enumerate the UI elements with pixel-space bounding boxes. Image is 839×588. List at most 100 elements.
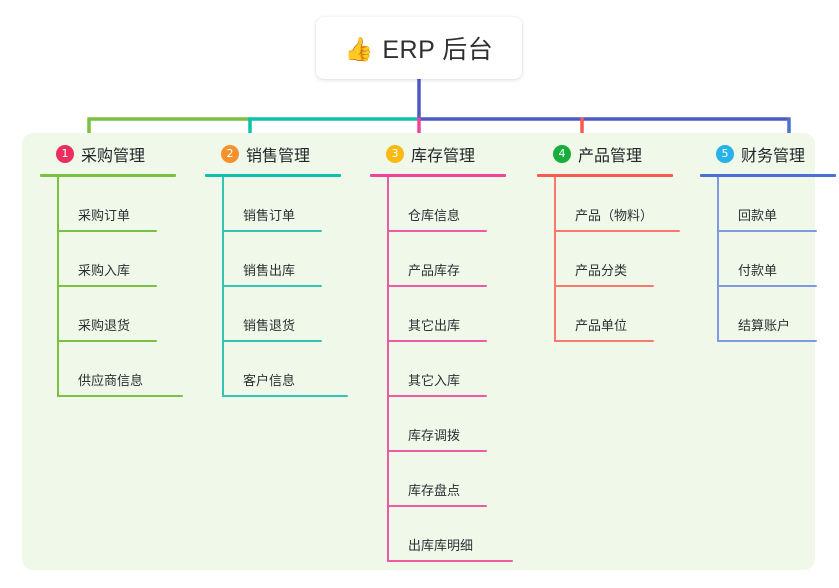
list-item-label: 库存调拨: [408, 428, 461, 443]
list-item[interactable]: 产品（物料）: [554, 177, 697, 232]
list-item[interactable]: 库存盘点: [387, 452, 530, 507]
branch-item-list-3: 仓库信息产品库存其它出库其它入库库存调拨库存盘点出库库明细: [387, 177, 530, 562]
list-item[interactable]: 采购退货: [57, 287, 200, 342]
branch-column-1: 1 采购管理采购订单采购入库采购退货供应商信息: [40, 141, 200, 397]
list-item-label: 产品（物料）: [575, 208, 654, 223]
list-item[interactable]: 采购订单: [57, 177, 200, 232]
list-item[interactable]: 库存调拨: [387, 397, 530, 452]
branch-title-2: 销售管理: [246, 148, 311, 165]
branch-header-4[interactable]: 4 产品管理: [537, 141, 697, 167]
branch-underline-3: [370, 174, 506, 177]
branch-spine-2: [222, 177, 224, 397]
list-item-underline: [554, 340, 654, 342]
list-item-underline: [387, 285, 487, 287]
branch-header-1[interactable]: 1 采购管理: [40, 141, 200, 167]
branch-column-3: 3 库存管理仓库信息产品库存其它出库其它入库库存调拨库存盘点出库库明细: [370, 141, 530, 562]
list-item-underline: [222, 230, 322, 232]
diagram-panel: [22, 133, 815, 570]
branch-column-2: 2 销售管理销售订单销售出库销售退货客户信息: [205, 141, 365, 397]
list-item-label: 供应商信息: [78, 373, 144, 388]
branch-column-4: 4 产品管理产品（物料） 产品分类产品单位: [537, 141, 697, 342]
list-item-label: 出库库明细: [408, 538, 474, 553]
branch-title-5: 财务管理: [741, 148, 806, 165]
list-item[interactable]: 回款单: [717, 177, 839, 232]
list-item-label: 采购退货: [78, 318, 131, 333]
list-item-underline: [554, 285, 654, 287]
list-item-label: 产品分类: [575, 263, 628, 278]
list-item-label: 结算账户: [738, 318, 791, 333]
list-item-underline: [387, 340, 487, 342]
list-item-underline: [387, 395, 487, 397]
branch-badge-4: 4: [553, 145, 571, 163]
branch-badge-5: 5: [716, 145, 734, 163]
list-item[interactable]: 仓库信息: [387, 177, 530, 232]
list-item-underline: [717, 340, 817, 342]
list-item[interactable]: 销售退货: [222, 287, 365, 342]
branch-header-5[interactable]: 5 财务管理: [700, 141, 839, 167]
branch-badge-1: 1: [56, 145, 74, 163]
list-item[interactable]: 出库库明细: [387, 507, 530, 562]
list-item-label: 销售退货: [243, 318, 296, 333]
list-item[interactable]: 结算账户: [717, 287, 839, 342]
branch-spine-1: [57, 177, 59, 397]
branch-title-3: 库存管理: [411, 148, 476, 165]
list-item-label: 其它入库: [408, 373, 461, 388]
branch-badge-3: 3: [386, 145, 404, 163]
list-item[interactable]: 采购入库: [57, 232, 200, 287]
list-item[interactable]: 客户信息: [222, 342, 365, 397]
branch-item-list-2: 销售订单销售出库销售退货客户信息: [222, 177, 365, 397]
branch-title-1: 采购管理: [81, 148, 146, 165]
list-item[interactable]: 产品库存: [387, 232, 530, 287]
list-item-label: 销售订单: [243, 208, 296, 223]
list-item-underline: [57, 285, 157, 287]
list-item[interactable]: 付款单: [717, 232, 839, 287]
branch-title-4: 产品管理: [578, 148, 643, 165]
list-item[interactable]: 销售出库: [222, 232, 365, 287]
list-item-label: 产品单位: [575, 318, 628, 333]
list-item-label: 回款单: [738, 208, 778, 223]
list-item-underline: [554, 230, 680, 232]
root-node[interactable]: 👍 ERP 后台: [316, 17, 522, 79]
list-item-underline: [57, 340, 157, 342]
list-item[interactable]: 销售订单: [222, 177, 365, 232]
branch-spine-3: [387, 177, 389, 562]
list-item-underline: [222, 395, 348, 397]
list-item[interactable]: 其它出库: [387, 287, 530, 342]
list-item-underline: [222, 340, 322, 342]
list-item-label: 仓库信息: [408, 208, 461, 223]
branch-column-5: 5 财务管理回款单付款单结算账户: [700, 141, 839, 342]
branch-underline-1: [40, 174, 176, 177]
list-item[interactable]: 供应商信息: [57, 342, 200, 397]
list-item[interactable]: 产品分类: [554, 232, 697, 287]
branch-spine-5: [717, 177, 719, 342]
list-item[interactable]: 产品单位: [554, 287, 697, 342]
list-item[interactable]: 其它入库: [387, 342, 530, 397]
branch-item-list-5: 回款单付款单结算账户: [717, 177, 839, 342]
list-item-underline: [57, 230, 157, 232]
list-item-underline: [717, 230, 817, 232]
list-item-underline: [387, 560, 513, 562]
branch-spine-4: [554, 177, 556, 342]
branch-header-3[interactable]: 3 库存管理: [370, 141, 530, 167]
list-item-underline: [717, 285, 817, 287]
list-item-label: 付款单: [738, 263, 778, 278]
list-item-label: 销售出库: [243, 263, 296, 278]
branch-item-list-1: 采购订单采购入库采购退货供应商信息: [57, 177, 200, 397]
list-item-underline: [57, 395, 183, 397]
root-node-title: ERP 后台: [382, 36, 494, 64]
list-item-underline: [222, 285, 322, 287]
branch-item-list-4: 产品（物料） 产品分类产品单位: [554, 177, 697, 342]
list-item-label: 库存盘点: [408, 483, 461, 498]
list-item-label: 采购订单: [78, 208, 131, 223]
list-item-underline: [387, 230, 487, 232]
branch-underline-5: [700, 174, 836, 177]
thumbs-up-icon: 👍: [344, 35, 374, 62]
branch-badge-2: 2: [221, 145, 239, 163]
branch-underline-4: [537, 174, 673, 177]
branch-header-2[interactable]: 2 销售管理: [205, 141, 365, 167]
list-item-label: 采购入库: [78, 263, 131, 278]
list-item-underline: [387, 505, 487, 507]
branch-underline-2: [205, 174, 341, 177]
list-item-label: 产品库存: [408, 263, 461, 278]
list-item-label: 客户信息: [243, 373, 296, 388]
